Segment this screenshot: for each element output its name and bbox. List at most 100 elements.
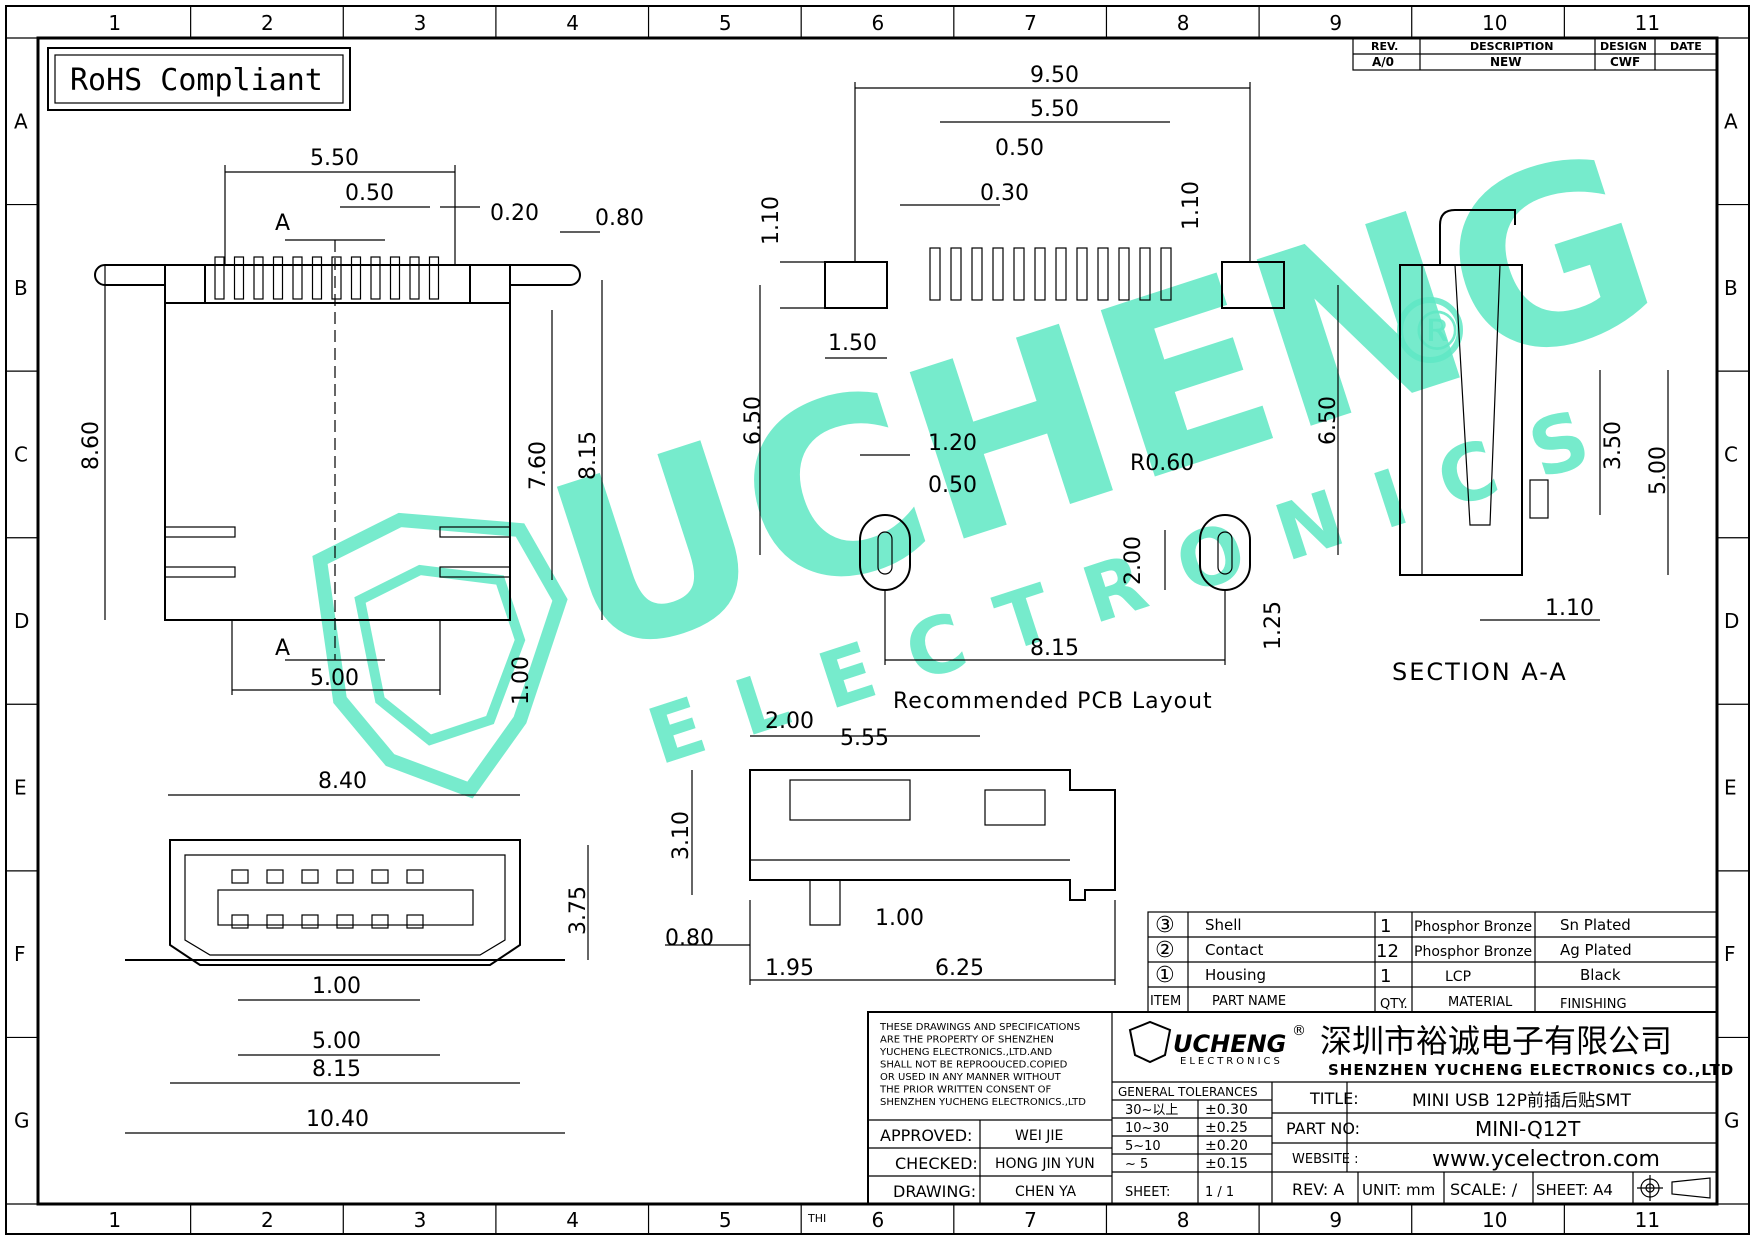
bom-material: LCP bbox=[1445, 969, 1471, 985]
dim-pcb-9-50: 9.50 bbox=[1030, 63, 1079, 88]
grid-col-label: 1 bbox=[108, 11, 121, 35]
dim-front-1-00: 1.00 bbox=[312, 974, 361, 999]
company-logo: UCHENG ® ELECTRONICS bbox=[1128, 1020, 1306, 1067]
rev-field: REV: A bbox=[1292, 1180, 1344, 1199]
tolerance-value: ±0.20 bbox=[1205, 1138, 1248, 1154]
bom-header-row: ITEM PART NAME QTY. MATERIAL FINISHING bbox=[1150, 994, 1627, 1012]
sheet-label: SHEET: bbox=[1125, 1185, 1170, 1200]
revision-table: REV. DESCRIPTION DESIGN DATE A/0 NEW CWF bbox=[1352, 37, 1718, 71]
bom-header-finishing: FINISHING bbox=[1560, 997, 1627, 1012]
design-value: CWF bbox=[1610, 55, 1640, 69]
dim-section-3-50: 3.50 bbox=[1601, 421, 1626, 470]
rohs-label: RoHS Compliant bbox=[70, 63, 323, 98]
notice-line: ARE THE PROPERTY OF SHENZHEN bbox=[880, 1035, 1054, 1046]
approved-label: APPROVED: bbox=[880, 1126, 972, 1145]
section-caption: SECTION A-A bbox=[1392, 658, 1568, 686]
unit-field: UNIT: mm bbox=[1362, 1181, 1435, 1199]
scale-field: SCALE: / bbox=[1450, 1180, 1518, 1199]
tolerance-value: ±0.25 bbox=[1205, 1120, 1248, 1136]
pcb-pad bbox=[971, 247, 983, 301]
dim-pcb-0-30: 0.30 bbox=[980, 181, 1029, 206]
front-contact bbox=[231, 914, 249, 929]
grid-col-label: 4 bbox=[566, 1208, 579, 1232]
tolerance-range: 10~30 bbox=[1125, 1121, 1169, 1136]
dim-pcb-2-00: 2.00 bbox=[1121, 536, 1146, 585]
company-name-cn: 深圳市裕诚电子有限公司 bbox=[1320, 1022, 1672, 1060]
dim-pcb-0-50-slot: 0.50 bbox=[928, 473, 977, 498]
contact-pin bbox=[292, 256, 303, 300]
contact-pin bbox=[350, 256, 362, 300]
front-contact bbox=[371, 914, 389, 929]
dim-section-5-00: 5.00 bbox=[1646, 446, 1671, 495]
dim-pcb-6-50-right: 6.50 bbox=[1316, 396, 1341, 445]
front-contact bbox=[406, 914, 424, 929]
bom-finishing: Black bbox=[1580, 966, 1621, 984]
grid-row-label: G bbox=[1724, 1109, 1740, 1133]
logo-reg-mark: ® bbox=[1292, 1023, 1306, 1039]
grid-row-label: C bbox=[14, 442, 28, 466]
grid-col-label: 5 bbox=[719, 1208, 732, 1232]
contact-pin bbox=[253, 256, 264, 300]
dim-pcb-6-50-left: 6.50 bbox=[741, 396, 766, 445]
dim-top-8-15: 8.15 bbox=[576, 431, 601, 480]
dim-front-8-15: 8.15 bbox=[312, 1057, 361, 1082]
contact-pin bbox=[272, 256, 284, 300]
dim-side-1-00: 1.00 bbox=[875, 906, 924, 931]
grid-row-label: A bbox=[14, 109, 28, 133]
front-contact bbox=[266, 869, 284, 884]
dim-top-5-50: 5.50 bbox=[310, 146, 359, 171]
bom-qty: 1 bbox=[1380, 916, 1391, 937]
section-mark-top: A bbox=[275, 211, 290, 236]
grid-row-label: D bbox=[1724, 609, 1739, 633]
bom-header-part: PART NAME bbox=[1212, 994, 1286, 1009]
dim-top-8-60: 8.60 bbox=[79, 421, 104, 470]
title-label: TITLE: bbox=[1309, 1089, 1359, 1108]
part-no-value: MINI-Q12T bbox=[1475, 1117, 1581, 1141]
bom-row-shell: ③ Shell 1 Phosphor Bronze Sn Plated bbox=[1155, 913, 1631, 938]
grid-col-label: 6 bbox=[872, 1208, 885, 1232]
bom-material: Phosphor Bronze bbox=[1414, 944, 1532, 960]
rev-header: REV. bbox=[1371, 40, 1398, 53]
pcb-pad bbox=[1118, 247, 1130, 301]
pcb-pad bbox=[1097, 247, 1109, 301]
drawing-label: DRAWING: bbox=[893, 1182, 976, 1201]
dim-pcb-1-10-left: 1.10 bbox=[759, 196, 784, 245]
contact-pin bbox=[311, 256, 323, 300]
contact-pin bbox=[389, 256, 401, 300]
grid-col-label: 2 bbox=[261, 11, 274, 35]
sheet-size-field: SHEET: A4 bbox=[1536, 1181, 1613, 1199]
dim-top-0-80: 0.80 bbox=[595, 206, 644, 231]
grid-col-label: 9 bbox=[1329, 1208, 1342, 1232]
sheet-value: 1 / 1 bbox=[1205, 1185, 1234, 1200]
pcb-pad bbox=[992, 247, 1004, 301]
notice-line: THE PRIOR WRITTEN CONSENT OF bbox=[879, 1085, 1051, 1096]
front-contact bbox=[371, 869, 389, 884]
grid-ticks bbox=[6, 6, 1749, 1234]
bom-part: Housing bbox=[1205, 966, 1266, 984]
grid-col-label: 6 bbox=[872, 11, 885, 35]
pcb-pad bbox=[950, 247, 962, 301]
bom-header-material: MATERIAL bbox=[1448, 995, 1513, 1010]
bom-table: ③ Shell 1 Phosphor Bronze Sn Plated ② Co… bbox=[1147, 911, 1718, 1013]
bom-header-qty: QTY. bbox=[1380, 997, 1408, 1012]
grid-row-label: A bbox=[1724, 109, 1738, 133]
grid-col-label: 7 bbox=[1024, 11, 1037, 35]
front-contact bbox=[406, 869, 424, 884]
dim-pcb-1-10-right: 1.10 bbox=[1179, 181, 1204, 230]
thi-label: THI bbox=[807, 1212, 826, 1225]
dim-side-0-80: 0.80 bbox=[665, 926, 714, 951]
description-header: DESCRIPTION bbox=[1470, 40, 1553, 53]
dim-pcb-0-50: 0.50 bbox=[995, 136, 1044, 161]
description-value: NEW bbox=[1490, 55, 1521, 69]
checked-label: CHECKED: bbox=[895, 1154, 978, 1173]
dim-side-5-55: 5.55 bbox=[840, 726, 889, 751]
grid-row-label: C bbox=[1724, 442, 1738, 466]
part-no-label: PART NO: bbox=[1286, 1119, 1360, 1138]
tolerance-range: 5~10 bbox=[1125, 1139, 1161, 1154]
notice-line: SHENZHEN YUCHENG ELECTRONICS.,LTD bbox=[880, 1097, 1086, 1108]
grid-row-label: G bbox=[14, 1109, 30, 1133]
grid-row-label: F bbox=[14, 942, 26, 966]
